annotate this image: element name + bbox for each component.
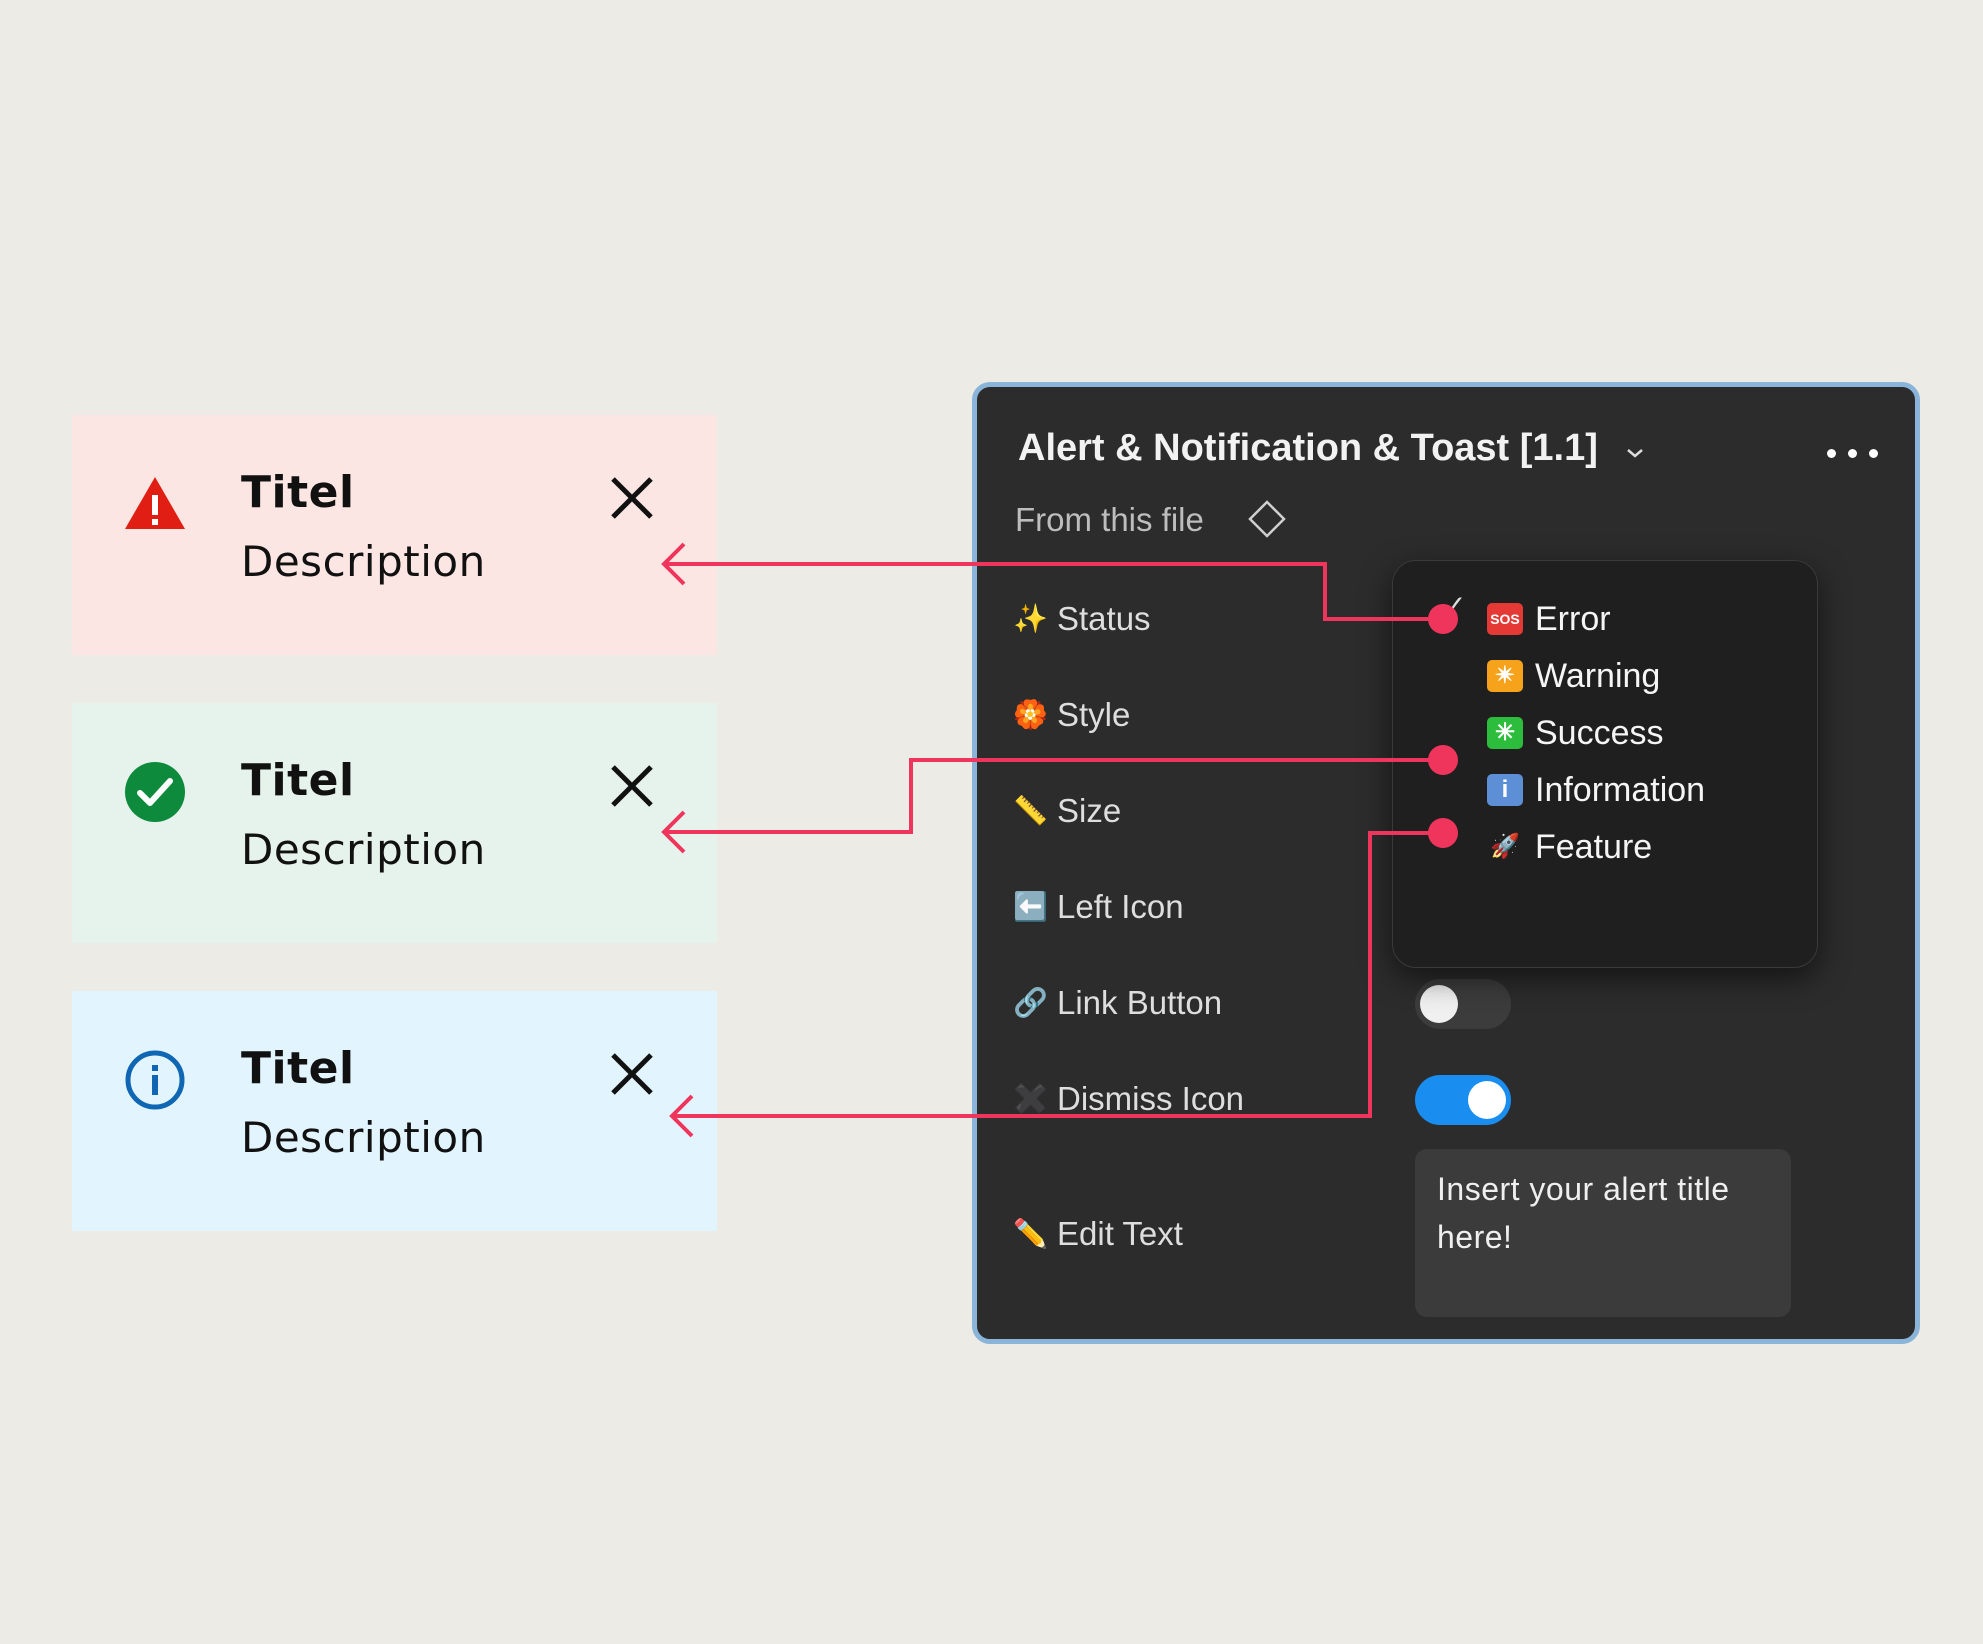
left-arrow-icon: ⬅️ xyxy=(1013,891,1048,922)
check-circle-icon xyxy=(122,759,188,825)
property-label: Status xyxy=(1057,600,1151,637)
property-label: Edit Text xyxy=(1057,1215,1183,1252)
link-icon: 🔗 xyxy=(1013,987,1048,1018)
property-link-button: 🔗 Link Button xyxy=(1013,978,1222,1028)
component-title[interactable]: Alert & Notification & Toast [1.1] xyxy=(1018,427,1598,469)
alert-description: Description xyxy=(241,1113,486,1162)
status-option-success[interactable]: ✳ Success xyxy=(1487,705,1664,761)
status-option-information[interactable]: i Information xyxy=(1487,762,1705,818)
information-icon: i xyxy=(1487,774,1523,806)
sparkles-icon: ✨ xyxy=(1013,603,1048,634)
option-label: Success xyxy=(1535,713,1664,752)
link-button-toggle[interactable] xyxy=(1415,979,1511,1029)
close-icon[interactable] xyxy=(607,473,657,523)
info-circle-icon xyxy=(122,1047,188,1113)
edit-text-field[interactable]: Insert your alert title here! xyxy=(1415,1149,1791,1317)
property-left-icon: ⬅️ Left Icon xyxy=(1013,882,1184,932)
alert-success: Titel Description xyxy=(72,703,717,943)
property-label: Dismiss Icon xyxy=(1057,1080,1245,1117)
eight-pointed-star-icon: ✴ xyxy=(1487,660,1523,692)
rosette-icon: 🏵️ xyxy=(1013,699,1048,730)
property-label: Link Button xyxy=(1057,984,1223,1021)
status-option-warning[interactable]: ✴ Warning xyxy=(1487,648,1660,704)
status-option-feature[interactable]: 🚀 Feature xyxy=(1487,819,1652,875)
close-icon[interactable] xyxy=(607,761,657,811)
pencil-icon: ✏️ xyxy=(1013,1218,1048,1249)
source-label: From this file xyxy=(1015,501,1204,538)
property-size: 📏 Size xyxy=(1013,786,1121,836)
property-dismiss-icon: ✖️ Dismiss Icon xyxy=(1013,1074,1244,1124)
ruler-icon: 📏 xyxy=(1013,795,1048,826)
alert-title: Titel xyxy=(241,755,355,806)
close-icon[interactable] xyxy=(607,1049,657,1099)
checkmark-icon: ✓ xyxy=(1443,590,1467,621)
sos-icon: SOS xyxy=(1487,603,1523,635)
alert-description: Description xyxy=(241,537,486,586)
component-diamond-icon[interactable] xyxy=(1247,499,1287,539)
property-edit-text: ✏️ Edit Text xyxy=(1013,1209,1183,1259)
option-label: Information xyxy=(1535,770,1706,809)
alert-title: Titel xyxy=(241,467,355,518)
option-label: Feature xyxy=(1535,827,1653,866)
more-options-icon[interactable] xyxy=(1827,443,1879,463)
status-dropdown-menu: ✓ SOS Error ✴ Warning ✳ Success i Inform… xyxy=(1392,560,1818,968)
dismiss-icon-toggle[interactable] xyxy=(1415,1075,1511,1125)
alert-error: Titel Description xyxy=(72,415,717,655)
alert-title: Titel xyxy=(241,1043,355,1094)
option-label: Warning xyxy=(1535,656,1661,695)
alert-description: Description xyxy=(241,825,486,874)
rocket-icon: 🚀 xyxy=(1490,833,1520,860)
property-label: Size xyxy=(1057,792,1122,829)
property-label: Left Icon xyxy=(1057,888,1184,925)
chevron-down-icon[interactable] xyxy=(1624,445,1646,461)
property-label: Style xyxy=(1057,696,1131,733)
property-style: 🏵️ Style xyxy=(1013,690,1130,740)
eight-spoked-asterisk-icon: ✳ xyxy=(1487,717,1523,749)
option-label: Error xyxy=(1535,599,1611,638)
warning-triangle-icon xyxy=(122,471,188,537)
alert-info: Titel Description xyxy=(72,991,717,1231)
x-mark-icon: ✖️ xyxy=(1013,1083,1048,1114)
status-option-error[interactable]: SOS Error xyxy=(1487,591,1611,647)
property-status: ✨ Status xyxy=(1013,594,1151,644)
